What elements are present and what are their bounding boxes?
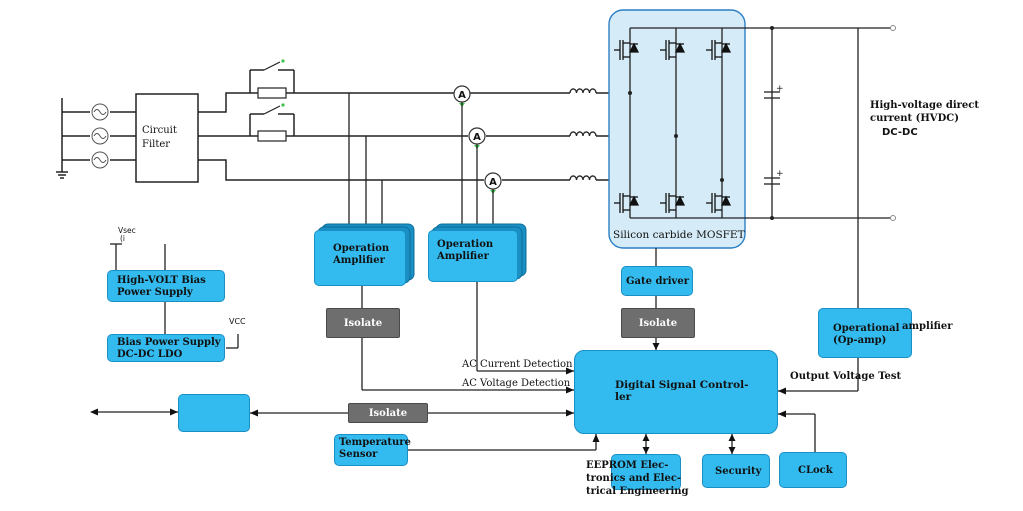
bias-hv-line1: High-VOLT Bias [117, 275, 206, 286]
filter-label-line2: Filter [142, 139, 171, 150]
ammeter-label: A [458, 90, 466, 101]
opamp-line1: Operational [833, 323, 900, 334]
operational-amplifier-block: Operational (Op-amp) [818, 308, 912, 358]
bias-ldo-line1: Bias Power Supply [117, 337, 221, 348]
hvdc-label-line3: DC-DC [882, 127, 918, 138]
ac-current-label: AC Current Detection [462, 359, 573, 370]
mosfet-label: Silicon carbide MOSFET [613, 229, 745, 241]
amp1-line1: Operation [333, 243, 390, 254]
vcc-label: VCC [229, 317, 246, 326]
clock-block: CLock [779, 452, 847, 488]
dsc-line1: Digital Signal Control- [615, 379, 749, 391]
temp-line1: Temperature [339, 437, 411, 448]
operation-amplifier-1: Operation Amplifier [314, 230, 406, 286]
amp2-line2: Amplifier [437, 251, 489, 262]
eeprom-line1: EEPROM Elec- [586, 460, 669, 471]
opamp-line1b: amplifier [902, 321, 953, 332]
bias-ldo-line2: DC-DC LDO [117, 349, 183, 360]
temperature-sensor-block: Temperature Sensor [334, 434, 411, 466]
isolate-block-3: Isolate [348, 403, 428, 423]
filter-label-line1: Circuit [142, 125, 177, 136]
high-volt-bias-block: High-VOLT Bias Power Supply [107, 270, 225, 302]
bias-power-ldo-block: Bias Power Supply DC-DC LDO [107, 334, 225, 362]
digital-signal-controller: Digital Signal Control- ler [574, 350, 778, 434]
temp-line2: Sensor [339, 449, 378, 460]
ammeter-label: A [473, 132, 481, 143]
svg-text:+: + [776, 169, 784, 179]
output-voltage-label: Output Voltage Test [790, 371, 902, 382]
amp1-line2: Amplifier [333, 255, 385, 266]
isolate-block-2: Isolate [621, 308, 695, 338]
vsec-line1: Vsec [118, 226, 136, 235]
ac-voltage-label: AC Voltage Detection [462, 378, 571, 389]
opamp-line2: (Op-amp) [833, 335, 887, 346]
ammeter-icons [453, 85, 502, 190]
security-block: Security [702, 454, 770, 488]
ammeter-label: A [489, 177, 497, 188]
mosfet-switch-icons [614, 40, 732, 213]
svg-text:+: + [776, 84, 784, 94]
amp2-line1: Operation [437, 239, 494, 250]
interface-block [178, 394, 250, 432]
eeprom-line3: trical Engineering [586, 486, 689, 497]
gate-driver-block: Gate driver [621, 266, 693, 296]
dsc-line2: ler [615, 391, 632, 403]
isolate-block-1: Isolate [326, 308, 400, 338]
hvdc-label-line2: current (HVDC) [870, 113, 959, 124]
eeprom-block [611, 454, 681, 490]
hvdc-label-line1: High-voltage direct [870, 100, 980, 111]
bias-hv-line2: Power Supply [117, 287, 193, 298]
vsec-line2: (i [120, 234, 126, 243]
operation-amplifier-2: Operation Amplifier [428, 230, 518, 282]
eeprom-line2: tronics and Elec- [586, 473, 682, 484]
